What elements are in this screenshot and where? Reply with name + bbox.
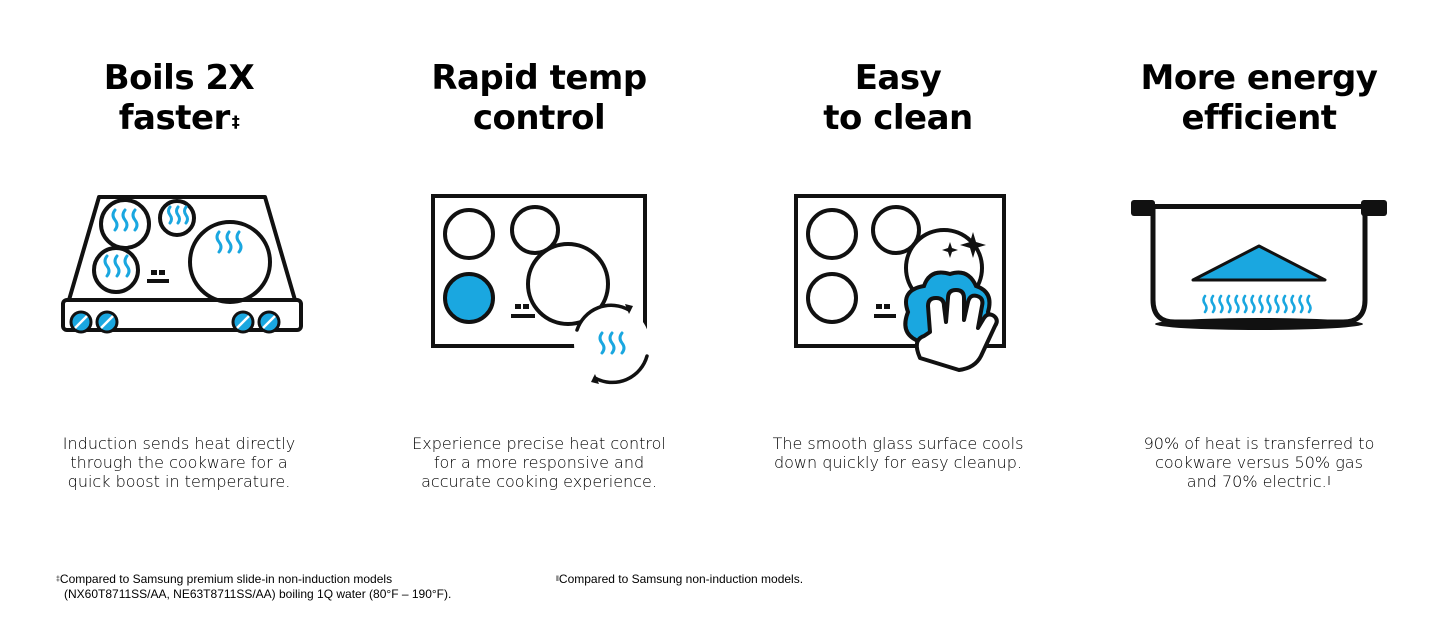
title-line2: efficient <box>1181 98 1337 138</box>
title-line1: Easy <box>854 58 942 98</box>
footnote-line2: (NX60T8711SS/AA, NE63T8711SS/AA) boiling… <box>64 587 452 601</box>
feature-title: Rapid temp control <box>389 58 689 138</box>
footnote-mark: ‖ <box>556 576 559 583</box>
feature-title: More energy efficient <box>1109 58 1409 138</box>
desc-line1: Experience precise heat control <box>412 434 666 453</box>
footnote-mark: ‡ <box>56 576 60 583</box>
desc-line3: and 70% electric. <box>1186 472 1327 491</box>
cooktop-wipe-clean-icon <box>748 180 1048 400</box>
title-line1: Rapid temp <box>431 58 647 98</box>
feature-description: Experience precise heat control for a mo… <box>389 434 689 491</box>
induction-cooktop-icon <box>29 180 329 400</box>
pot-heat-transfer-icon <box>1109 180 1409 400</box>
feature-description: The smooth glass surface cools down quic… <box>748 434 1048 472</box>
desc-line1: 90% of heat is transferred to <box>1143 434 1375 453</box>
title-line1: Boils 2X <box>103 58 255 98</box>
desc-line3: accurate cooking experience. <box>421 472 657 491</box>
desc-line3: quick boost in temperature. <box>67 472 291 491</box>
footnote-text: Compared to Samsung non-induction models… <box>558 572 804 586</box>
desc-line1: The smooth glass surface cools <box>772 434 1024 453</box>
feature-description: 90% of heat is transferred to cookware v… <box>1109 434 1409 491</box>
cooktop-rotate-heat-icon <box>389 180 689 400</box>
footnote-line1: Compared to Samsung premium slide-in non… <box>59 572 393 586</box>
desc-line2: cookware versus 50% gas <box>1155 453 1363 472</box>
title-line2: control <box>472 98 606 138</box>
feature-title: Easy to clean <box>748 58 1048 138</box>
footnote-mark: ‖ <box>1326 476 1332 486</box>
footnote-boil-comparison: ‡Compared to Samsung premium slide-in no… <box>56 572 451 602</box>
title-line2: faster <box>118 98 231 138</box>
title-line1: More energy <box>1140 58 1378 98</box>
footnote-efficiency-comparison: ‖Compared to Samsung non-induction model… <box>556 572 803 587</box>
desc-line2: for a more responsive and <box>433 453 645 472</box>
footnote-mark: ‡ <box>231 112 240 131</box>
desc-line2: down quickly for easy cleanup. <box>773 453 1023 472</box>
desc-line1: Induction sends heat directly <box>62 434 296 453</box>
title-line2: to clean <box>823 98 973 138</box>
feature-description: Induction sends heat directly through th… <box>29 434 329 491</box>
feature-title: Boils 2X faster‡ <box>29 58 329 138</box>
desc-line2: through the cookware for a <box>70 453 288 472</box>
